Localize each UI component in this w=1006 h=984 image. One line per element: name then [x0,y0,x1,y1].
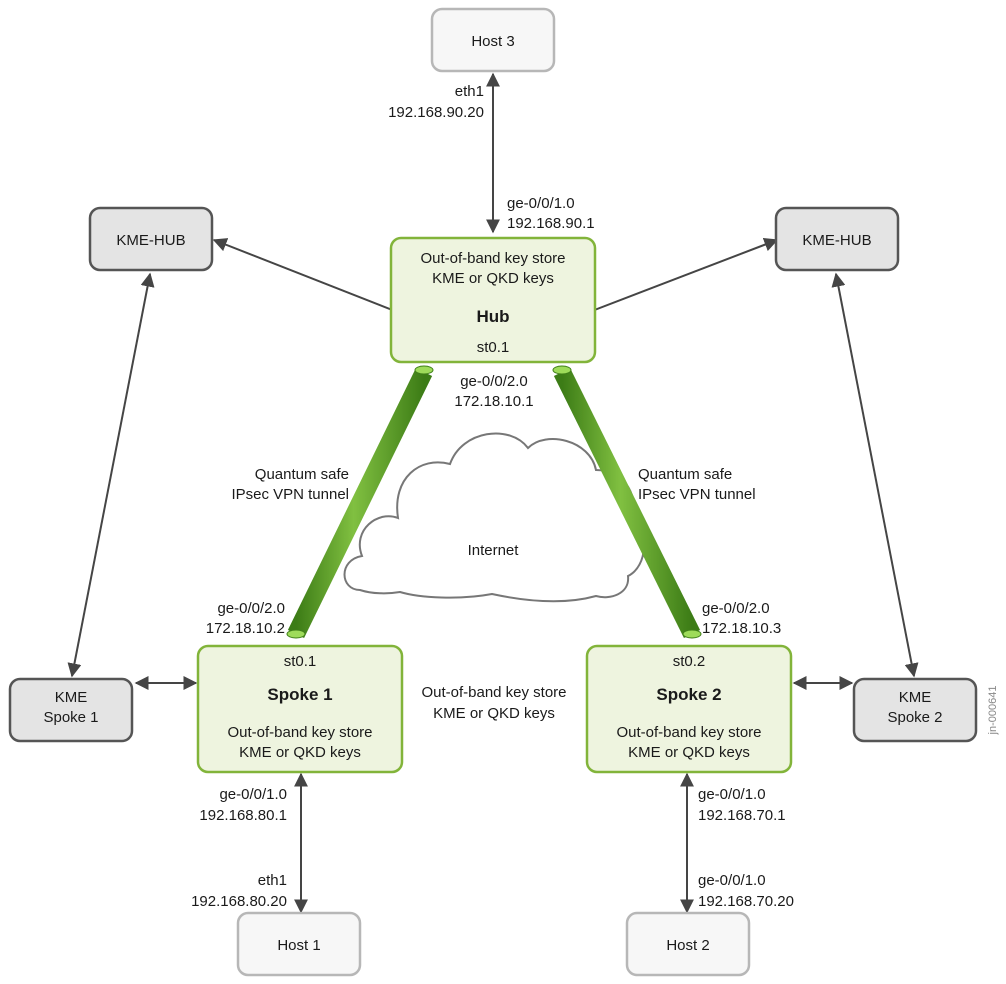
host2-ge-line1: ge-0/0/1.0 [698,872,766,889]
host1-eth-line1: eth1 [258,872,287,889]
tunnel-right-line2: IPsec VPN tunnel [638,486,756,503]
kme-spoke1-line1: KME [55,689,88,706]
hub-interface: st0.1 [477,339,510,356]
spoke1-interface: st0.1 [284,653,317,670]
hub-ge1-line2: 192.168.90.1 [507,215,595,232]
kme-spoke1-line2: Spoke 1 [43,709,98,726]
figure-id: jn-000641 [987,686,999,736]
spoke1-ge2-line1: ge-0/0/2.0 [217,600,285,617]
spoke2-ge2-label: ge-0/0/2.0 172.18.10.3 [702,600,781,637]
host3-eth-line1: eth1 [455,83,484,100]
spoke1-ge2-line2: 172.18.10.2 [206,620,285,637]
spoke1-title: Spoke 1 [267,685,332,704]
kme-spoke2-line1: KME [899,689,932,706]
middle-keystore-line1: Out-of-band key store [421,684,566,701]
tunnel-right-line1: Quantum safe [638,466,732,483]
hub-keystore-line2: KME or QKD keys [432,270,554,287]
tunnel-hub-spoke2 [552,365,702,639]
host3-eth-label: eth1 192.168.90.20 [388,83,484,121]
tunnel-left-label: Quantum safe IPsec VPN tunnel [231,466,349,503]
hub-node: Out-of-band key store KME or QKD keys Hu… [389,236,597,364]
kme-hub-left-node: KME-HUB [88,206,214,272]
hub-ge2-line2: 172.18.10.1 [454,393,533,410]
spoke2-ge1-line1: ge-0/0/1.0 [698,786,766,803]
host2-node: Host 2 [625,911,751,977]
spoke2-keystore-line2: KME or QKD keys [628,744,750,761]
link-kmehub-right-kmespoke2 [831,272,919,678]
link-kmehub-left-kmespoke1 [67,272,155,678]
internet-label: Internet [468,542,520,559]
kme-spoke2-line2: Spoke 2 [887,709,942,726]
hub-ge1-line1: ge-0/0/1.0 [507,195,575,212]
kme-spoke1-node: KME Spoke 1 [8,677,134,743]
host3-node: Host 3 [430,7,556,73]
kme-hub-right-node: KME-HUB [774,206,900,272]
host1-node: Host 1 [236,911,362,977]
spoke1-ge2-label: ge-0/0/2.0 172.18.10.2 [206,600,285,637]
spoke1-keystore-line2: KME or QKD keys [239,744,361,761]
hub-title: Hub [476,307,509,326]
tunnel-left-line2: IPsec VPN tunnel [231,486,349,503]
host1-eth-label: eth1 192.168.80.20 [191,872,287,910]
spoke1-node: st0.1 Spoke 1 Out-of-band key store KME … [196,644,404,774]
spoke2-node: st0.2 Spoke 2 Out-of-band key store KME … [585,644,793,774]
host2-ge-line2: 192.168.70.20 [698,893,794,910]
host1-eth-line2: 192.168.80.20 [191,893,287,910]
hub-ge2-label: ge-0/0/2.0 172.18.10.1 [454,373,533,410]
spoke2-ge2-line1: ge-0/0/2.0 [702,600,770,617]
host3-label: Host 3 [471,33,514,50]
kme-hub-right-label: KME-HUB [802,232,871,249]
host2-ge-label: ge-0/0/1.0 192.168.70.20 [698,872,794,910]
middle-keystore-line2: KME or QKD keys [433,705,555,722]
spoke2-ge1-label: ge-0/0/1.0 192.168.70.1 [698,786,786,824]
hub-ge2-line1: ge-0/0/2.0 [460,373,528,390]
tunnel-left-line1: Quantum safe [255,466,349,483]
spoke1-keystore-line1: Out-of-band key store [227,724,372,741]
host2-label: Host 2 [666,937,709,954]
spoke1-ge1-line2: 192.168.80.1 [199,807,287,824]
tunnel-right-label: Quantum safe IPsec VPN tunnel [638,466,756,503]
host3-eth-line2: 192.168.90.20 [388,104,484,121]
hub-keystore-line1: Out-of-band key store [420,250,565,267]
spoke2-ge2-line2: 172.18.10.3 [702,620,781,637]
spoke1-ge1-label: ge-0/0/1.0 192.168.80.1 [199,786,287,824]
spoke2-title: Spoke 2 [656,685,721,704]
kme-hub-left-label: KME-HUB [116,232,185,249]
tunnel-hub-spoke1 [286,365,434,639]
host1-label: Host 1 [277,937,320,954]
hub-ge1-label: ge-0/0/1.0 192.168.90.1 [507,195,595,232]
spoke1-ge1-line1: ge-0/0/1.0 [219,786,287,803]
spoke2-ge1-line2: 192.168.70.1 [698,807,786,824]
kme-spoke2-node: KME Spoke 2 [852,677,978,743]
spoke2-interface: st0.2 [673,653,706,670]
spoke2-keystore-line1: Out-of-band key store [616,724,761,741]
middle-keystore-label: Out-of-band key store KME or QKD keys [421,684,566,722]
